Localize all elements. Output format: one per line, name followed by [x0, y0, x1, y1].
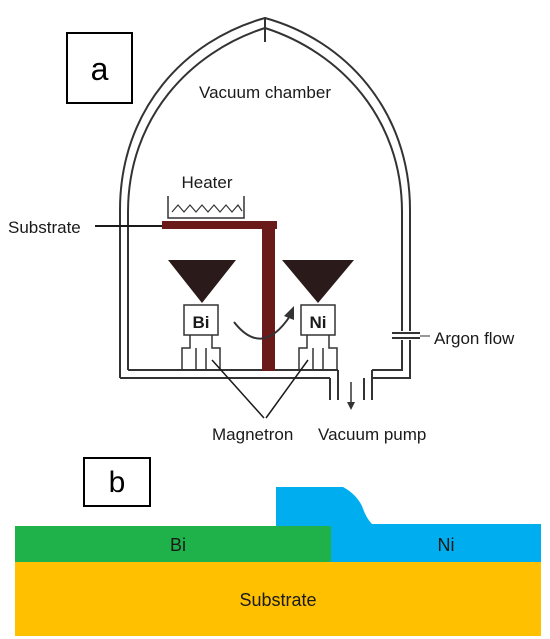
panel-a-letter: a: [91, 51, 109, 87]
argon-flow-label: Argon flow: [434, 329, 515, 348]
heater-label: Heater: [181, 173, 232, 192]
magnetron-label: Magnetron: [212, 425, 293, 444]
ni-magnetron-stand: [298, 335, 338, 370]
bi-layer: [15, 526, 331, 562]
substrate-holder-shaft: [262, 221, 275, 371]
panel-a-label-box: [66, 32, 133, 104]
bi-target-cone: [168, 260, 236, 303]
heater-coil: [171, 204, 243, 213]
heater-housing: [167, 196, 245, 219]
vacuum-pump-label: Vacuum pump: [318, 425, 426, 444]
substrate-holder-plate: [162, 221, 277, 229]
magnetron-leader-left: [211, 359, 265, 419]
panel-b-letter: b: [109, 466, 126, 499]
ni-overlap-bump: [276, 487, 372, 528]
rotation-arrowhead: [284, 306, 294, 320]
ni-target-block: [300, 304, 336, 336]
bi-magnetron-stand: [181, 335, 221, 370]
rotation-arrow: [233, 315, 291, 340]
ni-target-label: Ni: [310, 313, 327, 332]
panel-b: b Bi Ni Substrate: [15, 457, 541, 636]
ni-layer-label: Ni: [438, 535, 455, 555]
vacuum-pump-arrowhead: [347, 402, 355, 410]
substrate-layer-label: Substrate: [239, 590, 316, 610]
bi-target-label: Bi: [193, 313, 210, 332]
argon-flow-inlet: [396, 331, 416, 340]
bi-target-block: [183, 304, 219, 336]
magnetron-leader-right: [265, 359, 309, 419]
ni-target-cone: [282, 260, 354, 303]
ni-layer: [331, 524, 541, 562]
bi-layer-label: Bi: [170, 535, 186, 555]
panel-a: a Bi Ni: [8, 16, 515, 444]
vacuum-chamber-label: Vacuum chamber: [199, 83, 331, 102]
vacuum-chamber-floor: [120, 369, 338, 379]
panel-b-label-box: [83, 457, 151, 507]
substrate-layer: [15, 562, 541, 636]
substrate-label: Substrate: [8, 218, 81, 237]
